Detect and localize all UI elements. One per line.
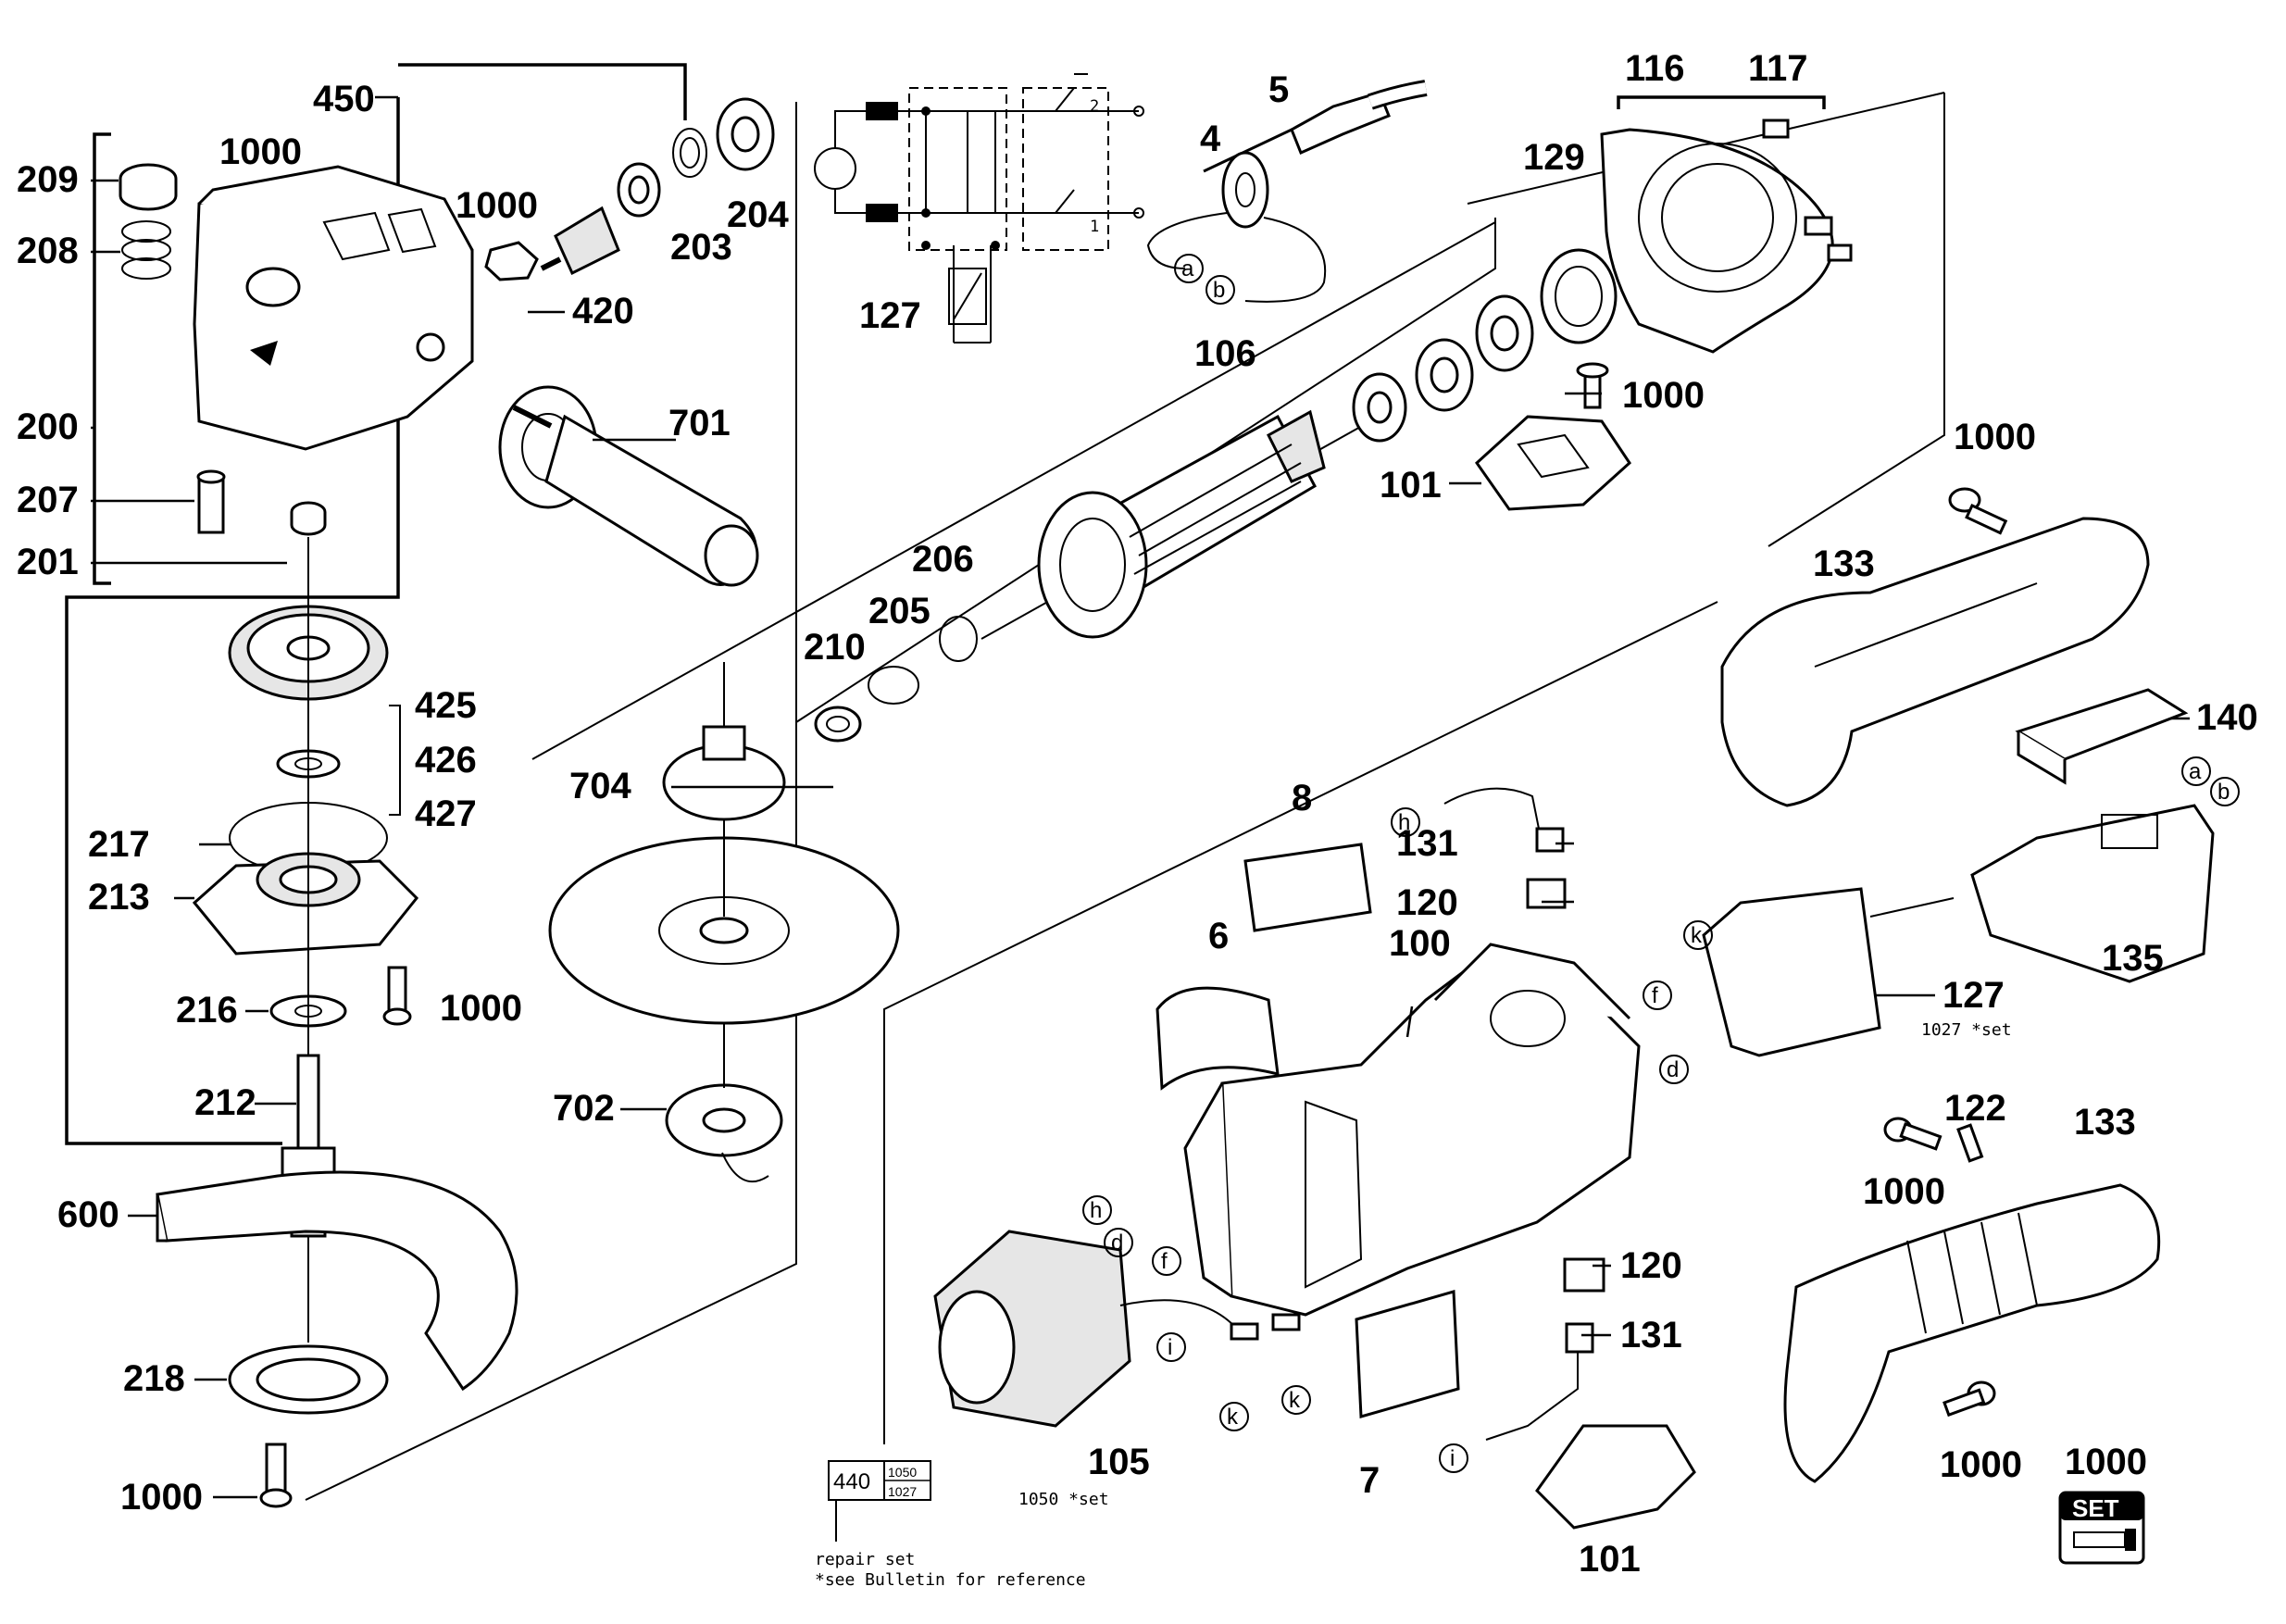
label-209: 209 <box>17 159 79 200</box>
connector-letters: a b a b h k f d h d f i k k i <box>1082 254 2240 1473</box>
disc-group <box>548 662 900 1183</box>
handle-switch-group <box>1443 487 2215 1530</box>
label-216: 216 <box>176 990 238 1031</box>
switch-pos-2: 2 <box>1090 97 1099 116</box>
label-1000-bottom: 1000 <box>120 1477 203 1518</box>
label-127-schematic: 127 <box>859 295 921 336</box>
label-116: 116 <box>1625 48 1685 89</box>
label-4: 4 <box>1200 119 1221 159</box>
connector-f-stator: f <box>1161 1249 1168 1274</box>
connector-k-stator-left: k <box>1227 1405 1239 1430</box>
label-7: 7 <box>1359 1460 1380 1501</box>
label-133-bottom: 133 <box>2074 1102 2136 1143</box>
connector-h-stator: h <box>1090 1198 1102 1223</box>
label-6: 6 <box>1208 916 1229 956</box>
label-5: 5 <box>1268 69 1289 110</box>
repair-box-number: 440 <box>833 1469 870 1494</box>
label-208: 208 <box>17 231 79 271</box>
label-135: 135 <box>2102 938 2164 979</box>
label-127-board: 127 <box>1942 975 2005 1016</box>
connector-k-stator-right: k <box>1289 1388 1301 1413</box>
note-1050-set: 1050 *set <box>1018 1490 1109 1509</box>
switch-pos-1: 1 <box>1090 218 1099 236</box>
label-133-top: 133 <box>1813 543 1875 584</box>
assembly-frames <box>65 63 1826 1145</box>
label-106: 106 <box>1194 333 1256 374</box>
connector-i-stator: i <box>1168 1335 1172 1360</box>
panel-outlines <box>305 92 1945 1501</box>
label-702: 702 <box>553 1088 615 1129</box>
gear-housing-group <box>119 97 775 1508</box>
label-600: 600 <box>57 1194 119 1235</box>
notes: 1027 *set 1050 *set 440 1050 1027 repair… <box>815 1020 2145 1590</box>
connector-a-cable: a <box>1181 256 1194 281</box>
part-number-labels: 450 209 208 200 207 201 1000 1000 203 20… <box>17 48 2258 1580</box>
connector-d-stator: d <box>1111 1230 1123 1255</box>
label-1000-handle: 1000 <box>1954 417 2036 457</box>
connector-i-bottom: i <box>1450 1446 1455 1471</box>
label-120-top: 120 <box>1396 882 1458 923</box>
note-bulletin: *see Bulletin for reference <box>815 1570 1086 1590</box>
label-213: 213 <box>88 877 150 918</box>
repair-box-bottom: 1027 <box>888 1484 917 1499</box>
label-217: 217 <box>88 824 150 865</box>
note-repair-set: repair set <box>815 1550 915 1569</box>
label-427: 427 <box>415 793 477 834</box>
label-140: 140 <box>2196 697 2258 738</box>
label-1000-grip-bottom: 1000 <box>1940 1444 2022 1485</box>
label-131-top: 131 <box>1396 823 1458 864</box>
label-212: 212 <box>194 1082 256 1123</box>
leader-lines <box>91 95 2190 1499</box>
label-420: 420 <box>572 291 634 331</box>
label-105: 105 <box>1088 1442 1150 1482</box>
label-120-bottom: 120 <box>1620 1245 1682 1286</box>
label-129: 129 <box>1523 137 1585 178</box>
connector-h-top: h <box>1398 810 1410 835</box>
label-117: 117 <box>1748 48 1808 89</box>
note-1027-set: 1027 *set <box>1921 1020 2012 1040</box>
label-218: 218 <box>123 1358 185 1399</box>
connector-b-switch: b <box>2217 780 2230 805</box>
label-1000-flange: 1000 <box>440 988 522 1029</box>
armature-group <box>814 248 1618 743</box>
connector-b-cable: b <box>1213 278 1225 303</box>
label-425: 425 <box>415 685 477 726</box>
label-205: 205 <box>868 591 931 631</box>
label-206: 206 <box>912 539 974 580</box>
label-1000-grip-top: 1000 <box>1863 1171 1945 1212</box>
label-1000-set: 1000 <box>2065 1442 2147 1482</box>
set-badge-label: SET <box>2072 1494 2119 1522</box>
connector-f-board: f <box>1652 983 1658 1008</box>
label-1000-nut: 1000 <box>456 185 538 226</box>
connector-k-board: k <box>1691 923 1703 948</box>
label-701: 701 <box>668 403 731 443</box>
label-203: 203 <box>670 227 732 268</box>
connector-a-switch: a <box>2189 759 2202 784</box>
label-8: 8 <box>1292 778 1312 818</box>
fan-housing-group <box>1475 119 1853 511</box>
label-131-bottom: 131 <box>1620 1315 1682 1355</box>
label-210: 210 <box>804 627 866 668</box>
label-1000-top: 1000 <box>219 131 302 172</box>
label-201: 201 <box>17 542 79 582</box>
label-450: 450 <box>313 79 375 119</box>
label-101-top: 101 <box>1380 465 1442 506</box>
repair-box-top: 1050 <box>888 1465 917 1480</box>
suppressor-schematic: 2 1 <box>814 73 1144 344</box>
label-1000-fan: 1000 <box>1622 375 1705 416</box>
label-122: 122 <box>1944 1088 2006 1129</box>
label-204: 204 <box>727 194 789 235</box>
label-200: 200 <box>17 406 79 447</box>
label-426: 426 <box>415 740 477 781</box>
label-101-bottom: 101 <box>1579 1539 1641 1580</box>
label-207: 207 <box>17 480 79 520</box>
motor-housing-group <box>933 843 1641 1428</box>
label-704: 704 <box>569 766 631 806</box>
label-100: 100 <box>1389 923 1451 964</box>
cable-group <box>1146 80 1428 303</box>
connector-d-board: d <box>1667 1057 1679 1082</box>
